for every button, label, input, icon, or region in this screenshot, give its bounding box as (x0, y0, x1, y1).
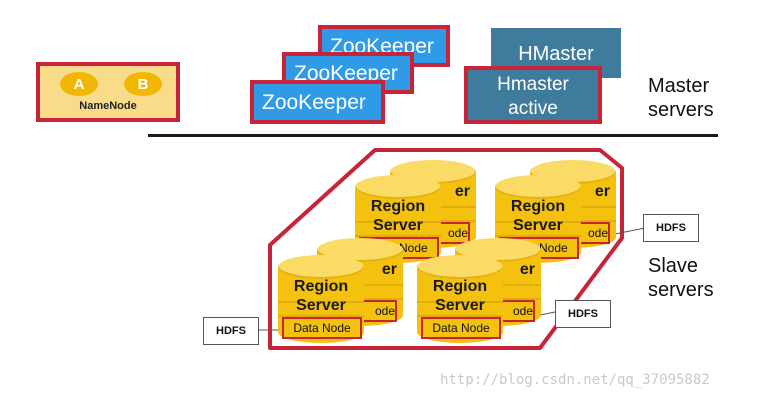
data-node-label: Data Node (421, 317, 501, 339)
slave-servers-line1: Slave (648, 255, 699, 277)
data-node-label: Data Node (282, 317, 362, 339)
cylinder-stripe (417, 301, 503, 303)
region-server: Region Server Data Node (417, 255, 503, 343)
hdfs-leader-line-right (614, 227, 646, 235)
hdfs-callout-bottom: HDFS (555, 300, 611, 328)
cylinder-stripe (495, 235, 581, 237)
region-server: Region Server Data Node (278, 255, 364, 343)
cylinder-stripe (417, 315, 503, 317)
cylinder-stripe (355, 221, 441, 223)
hdfs-callout-left: HDFS (203, 317, 259, 345)
zookeeper-card-front: ZooKeeper (250, 80, 385, 124)
cylinder-stripe (495, 221, 581, 223)
cylinder-stripe (355, 235, 441, 237)
watermark: http://blog.csdn.net/qq_37095882 (440, 372, 710, 388)
namenode-box: A B NameNode (36, 62, 180, 122)
master-servers-line2: servers (648, 99, 714, 121)
hmaster-active-line1: Hmaster (497, 74, 569, 95)
zookeeper-label: ZooKeeper (262, 91, 366, 114)
namenode-oval-b: B (124, 72, 162, 96)
hdfs-callout-right: HDFS (643, 214, 699, 242)
master-servers-label: Master servers (648, 74, 714, 122)
cylinder-stripe (278, 315, 364, 317)
hmaster-active: Hmaster active (464, 66, 602, 124)
slave-servers-label: Slave servers (648, 254, 714, 302)
master-servers-line1: Master (648, 75, 710, 97)
zookeeper-label: ZooKeeper (294, 62, 398, 85)
cylinder-stripe (278, 301, 364, 303)
slave-servers-line2: servers (648, 279, 714, 301)
namenode-oval-a: A (60, 72, 98, 96)
hmaster-active-line2: active (508, 98, 558, 119)
divider-line (148, 134, 718, 137)
namenode-label: NameNode (79, 100, 137, 112)
